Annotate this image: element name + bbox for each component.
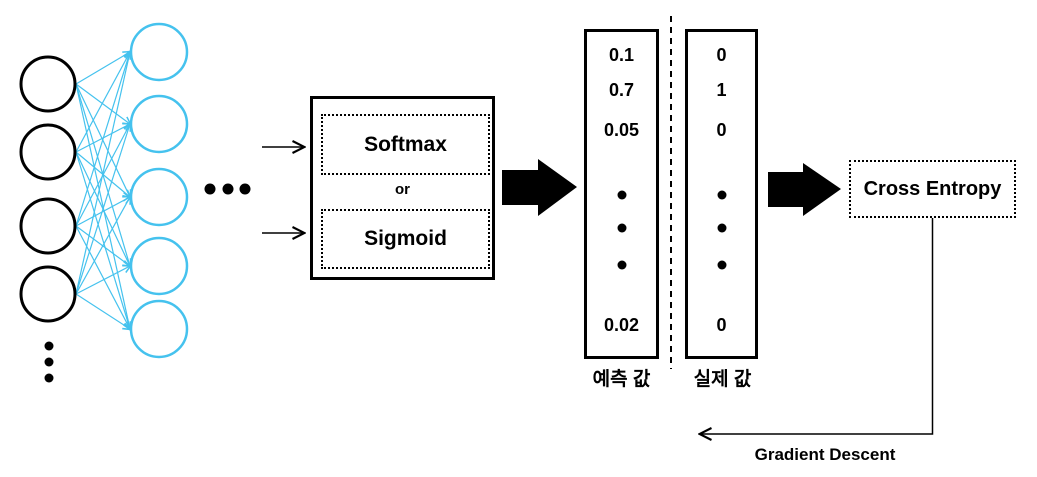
hidden-node [129,167,189,227]
sigmoid-label: Sigmoid [364,227,447,250]
prediction-value: 0.1 [608,45,635,65]
input-node [19,265,77,323]
actual-column-label: 실제 값 [693,369,752,390]
input-layer-ellipsis [44,341,54,383]
or-label: or [395,180,410,198]
ellipsis-dot [717,223,726,233]
hidden-node [129,22,189,82]
gradient-descent-feedback-arrow [701,218,934,434]
softmax-box: Softmax [321,114,490,175]
sigmoid-box: Sigmoid [321,209,490,269]
ellipsis-dot [717,260,726,270]
ellipsis-dot [717,190,726,200]
prediction-value: 0.02 [603,315,640,335]
flow-arrow-to-prediction [502,159,577,216]
ellipsis-dot [617,260,626,270]
input-layer-nodes [19,55,77,323]
prediction-column-label: 예측 값 [592,369,651,390]
activation-function-box: Softmax or Sigmoid [310,96,495,280]
softmax-label: Softmax [364,132,447,156]
ellipsis-dot [617,223,626,233]
input-node [19,55,77,113]
input-node [19,197,77,255]
prediction-value: 0.05 [603,120,640,140]
prediction-column: 0.1 0.7 0.05 0.02 [584,29,659,359]
prediction-value: 0.7 [608,80,635,100]
cross-entropy-box: Cross Entropy [849,160,1016,218]
actual-value: 1 [716,80,727,100]
gradient-descent-label: Gradient Descent [754,445,896,464]
hidden-layers-ellipsis [204,183,251,195]
cross-entropy-label: Cross Entropy [863,177,1002,200]
actual-value: 0 [716,45,727,65]
ellipsis-dot [617,190,626,200]
actual-value: 0 [716,315,727,335]
network-edges [75,52,130,329]
input-node [19,123,77,181]
hidden-layer-nodes [129,22,189,359]
hidden-node [129,299,189,359]
actual-value: 0 [716,120,727,140]
hidden-node [129,236,189,296]
flow-arrow-to-cross-entropy [768,163,841,216]
hidden-node [129,94,189,154]
actual-column: 0 1 0 0 [685,29,758,359]
